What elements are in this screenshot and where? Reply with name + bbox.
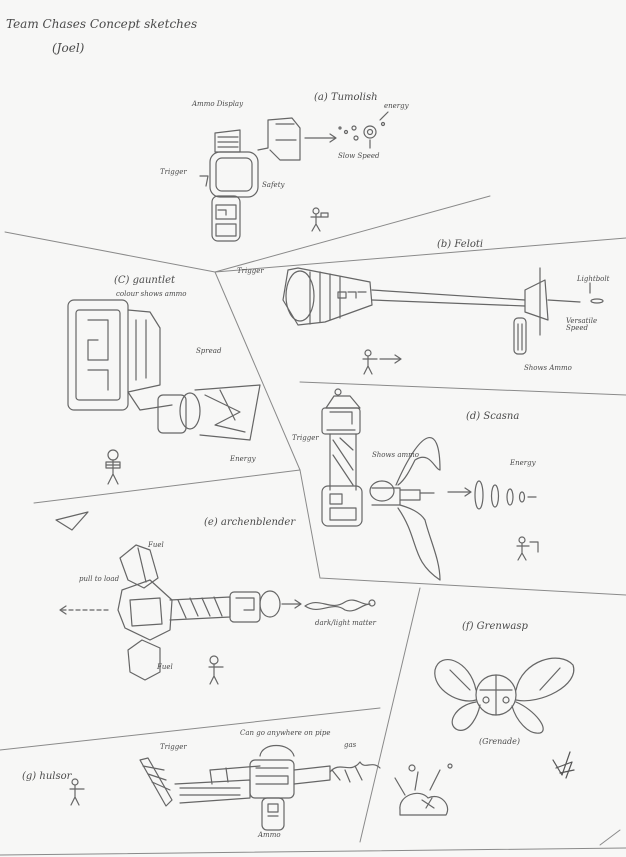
weapon-e-note-fuel-top: Fuel xyxy=(148,541,164,549)
weapon-g-note-gas: gas xyxy=(344,741,357,749)
weapon-a-heading: (a) Tumolish xyxy=(314,92,378,103)
weapon-g-note-trigger: Trigger xyxy=(160,743,187,751)
author-name: (Joel) xyxy=(52,41,85,55)
weapon-e-sketch xyxy=(55,511,376,685)
weapon-g-note-ammo: Ammo xyxy=(258,831,281,839)
weapon-e-note-matter: dark/light matter xyxy=(315,619,377,627)
weapon-b-note-ammo: Shows Ammo xyxy=(524,364,572,372)
weapon-a-note-trigger: Trigger xyxy=(160,168,187,176)
weapon-b-heading: (b) Feloti xyxy=(437,239,484,250)
signature-mark xyxy=(552,751,575,779)
weapon-c-sketch xyxy=(67,299,261,485)
weapon-c-note-spread: Spread xyxy=(196,347,222,355)
weapon-a-sketch xyxy=(199,111,389,242)
weapon-g-sketch xyxy=(69,744,381,831)
weapon-d-heading: (d) Scasna xyxy=(466,411,520,422)
weapon-a-note-ammo-display: Ammo Display xyxy=(192,100,244,108)
weapon-f-heading: (f) Grenwasp xyxy=(462,621,528,632)
weapon-f-note-grenade: (Grenade) xyxy=(479,737,520,746)
weapon-f-sketch xyxy=(394,657,575,816)
weapon-b-note-speed: Versatile Speed xyxy=(566,317,598,332)
page-title: Team Chases Concept sketches xyxy=(6,17,198,31)
weapon-d-sketch xyxy=(321,388,539,581)
weapon-g-heading: (g) hulsor xyxy=(22,771,72,782)
weapon-a-note-energy: energy xyxy=(384,102,409,110)
weapon-g-note-pipe: Can go anywhere on pipe xyxy=(240,729,331,737)
weapon-a-note-safety: Safety xyxy=(262,181,285,189)
weapon-c-note-energy: Energy xyxy=(230,455,256,463)
weapon-e-heading: (e) archenblender xyxy=(204,517,296,528)
weapon-b-note-trigger: Trigger xyxy=(237,267,264,275)
weapon-e-note-pull: pull to load xyxy=(79,575,120,583)
weapon-e-note-fuel-bottom: Fuel xyxy=(157,663,173,671)
weapon-d-note-ammo: Shows ammo xyxy=(372,451,419,459)
weapon-d-note-trigger: Trigger xyxy=(292,434,319,442)
weapon-c-note-colour: colour shows ammo xyxy=(116,290,187,298)
weapon-d-note-energy: Energy xyxy=(510,459,536,467)
weapon-c-heading: (C) gauntlet xyxy=(114,275,176,286)
weapon-b-note-lightbolt: Lightbolt xyxy=(577,275,610,283)
weapon-a-note-speed: Slow Speed xyxy=(338,152,380,160)
weapon-b-sketch xyxy=(282,267,604,375)
panel-dividers xyxy=(0,195,626,856)
